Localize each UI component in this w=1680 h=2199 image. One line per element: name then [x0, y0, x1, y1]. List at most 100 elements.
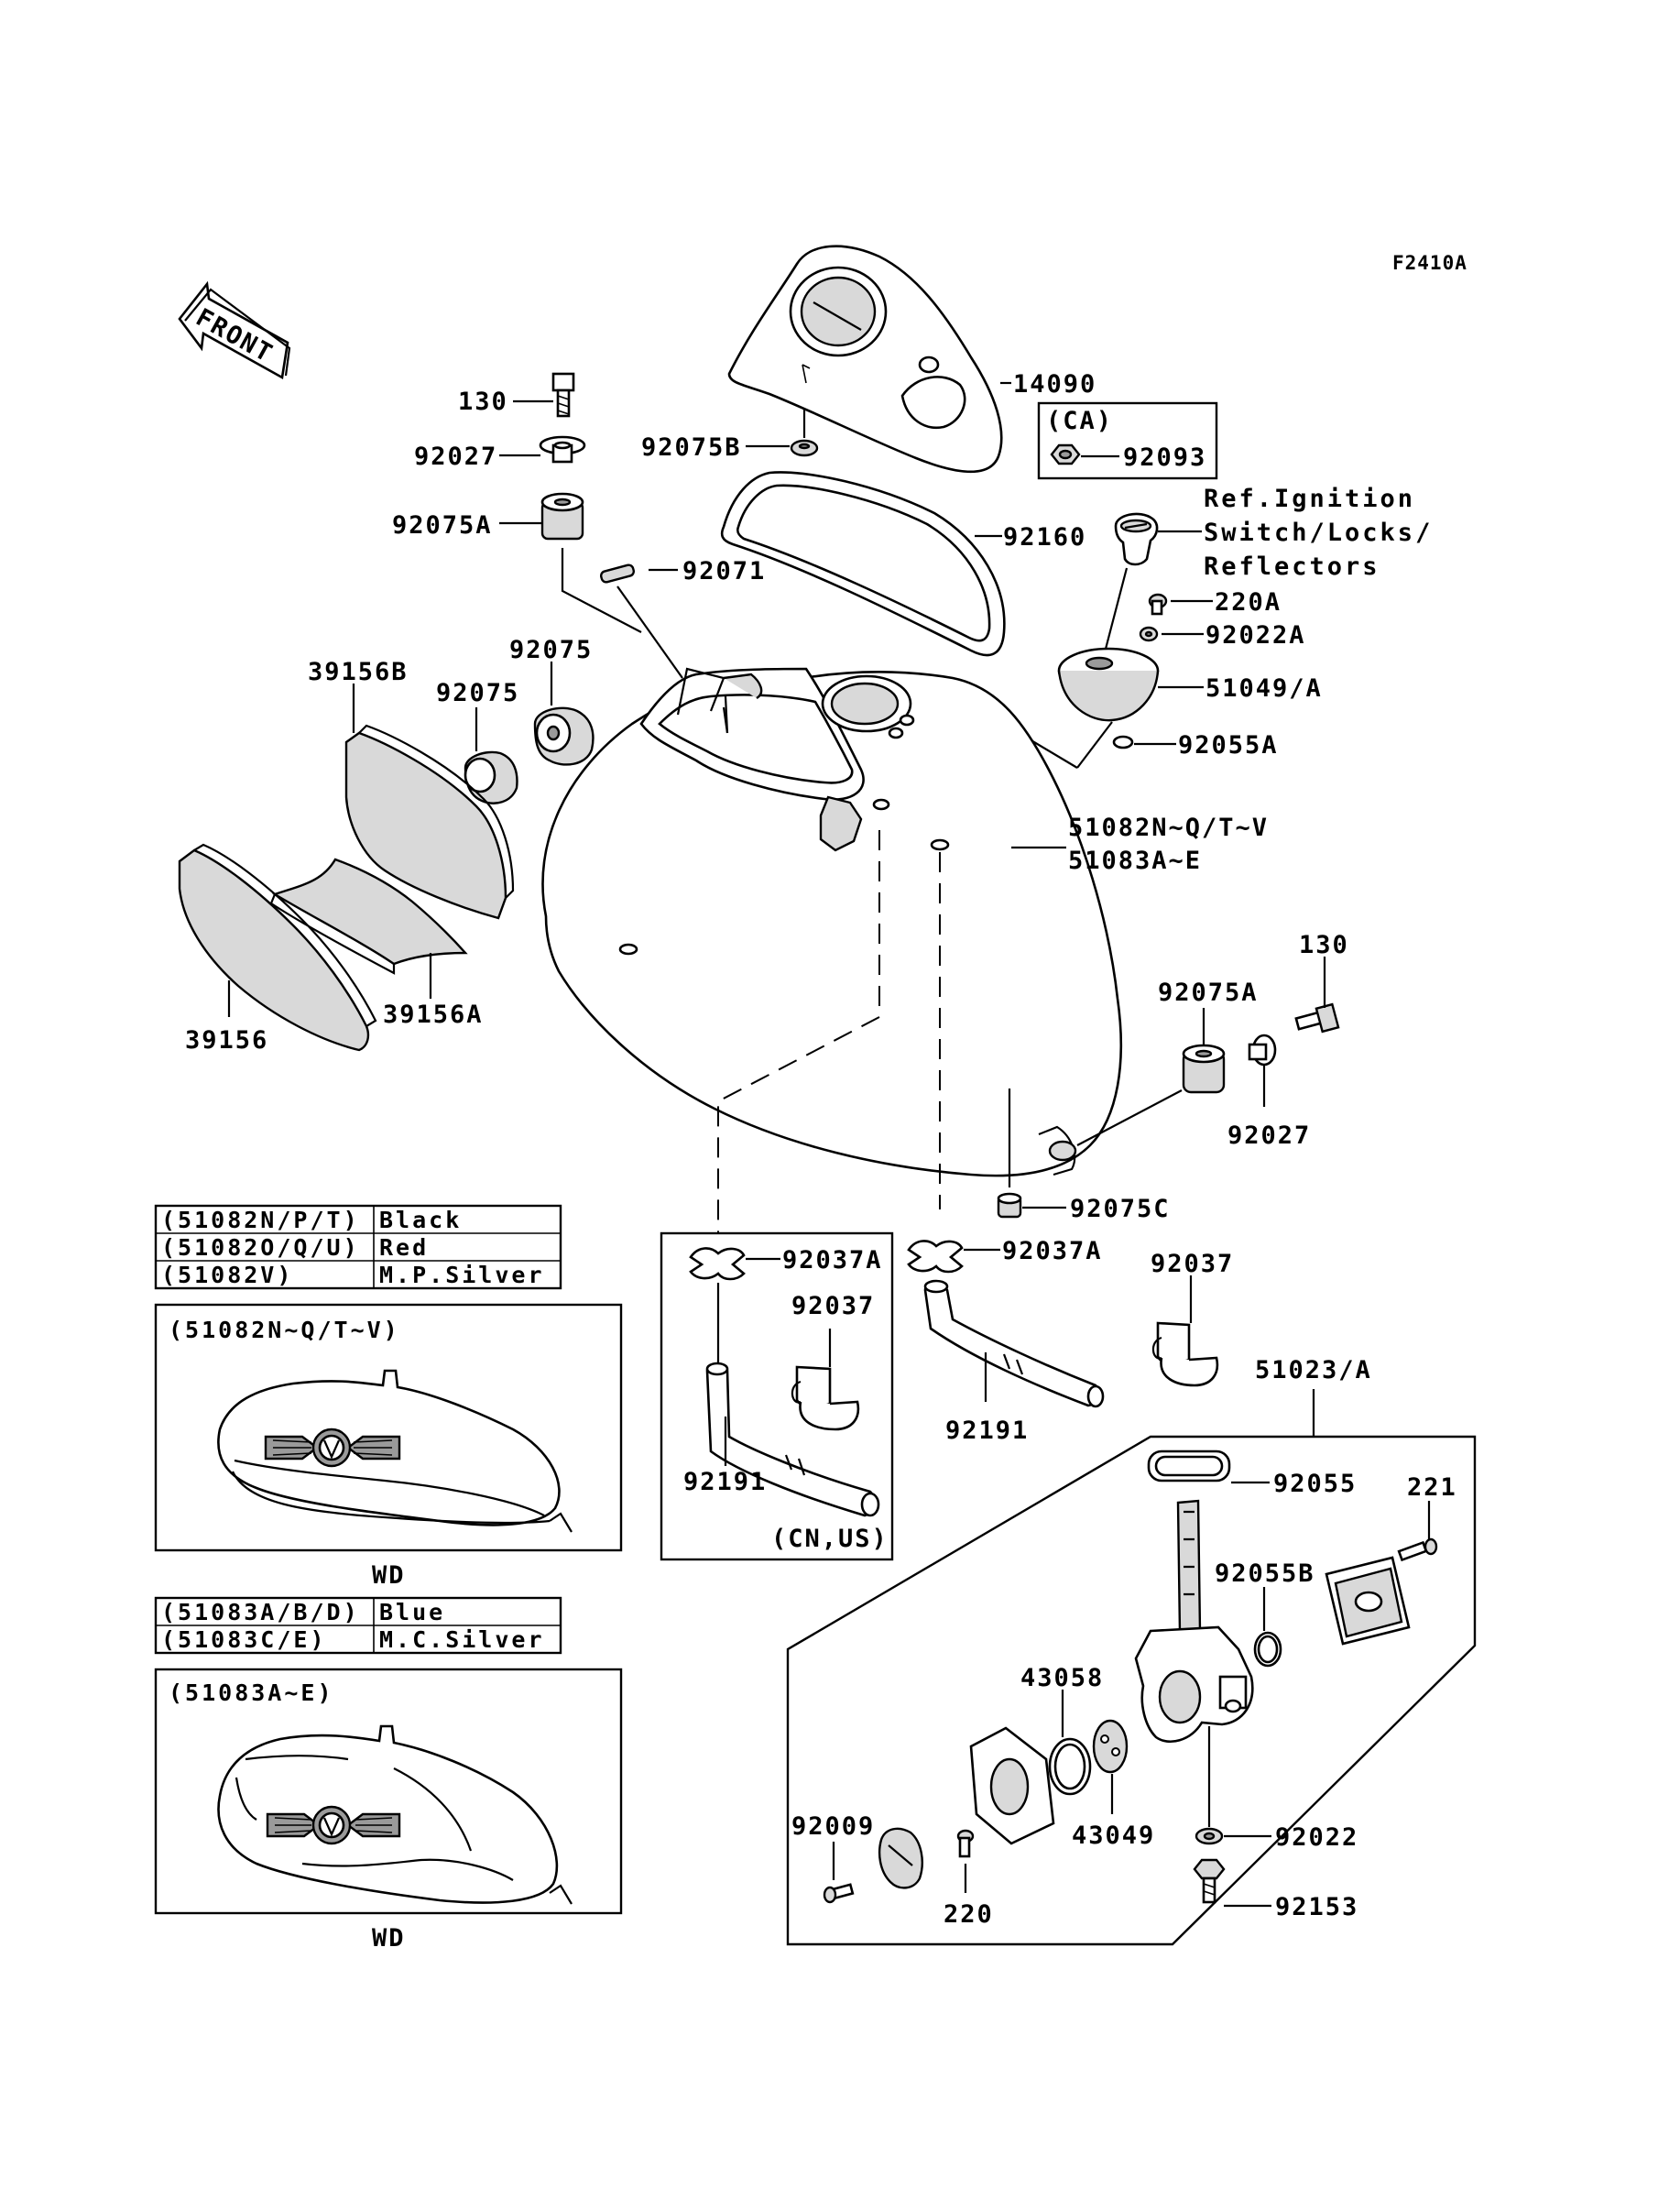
color-table-2: (51083A/B/D) Blue (51083C/E) M.C.Silver: [154, 1596, 562, 1655]
label-39156A: 39156A: [383, 1001, 484, 1029]
oring-43058: [1048, 1737, 1092, 1796]
table1-color-1: Red: [379, 1234, 429, 1261]
cn-us-box: [660, 1231, 894, 1561]
valve-body: [1134, 1499, 1254, 1744]
inset1-caption: WD: [372, 1561, 406, 1590]
label-39156B: 39156B: [308, 658, 409, 686]
grommet-92075B: [790, 439, 819, 457]
label-43058: 43058: [1020, 1664, 1104, 1692]
label-92037-right: 92037: [1151, 1250, 1234, 1278]
label-43049: 43049: [1072, 1822, 1155, 1850]
label-220: 220: [944, 1900, 994, 1929]
label-92037A-right: 92037A: [1002, 1237, 1103, 1265]
ignition-switch-icon: [1114, 512, 1159, 566]
dash-cover-14090: [727, 245, 1003, 474]
label-14090: 14090: [1013, 370, 1096, 399]
label-220A: 220A: [1215, 588, 1282, 617]
label-51049A: 51049/A: [1205, 674, 1323, 703]
label-92027-top: 92027: [414, 443, 497, 471]
figure-code: F2410A: [1392, 252, 1467, 274]
label-tank-line1: 51082N~Q/T~V: [1068, 814, 1269, 842]
label-92075C: 92075C: [1070, 1195, 1171, 1223]
inset-tank-51082: (51082N~Q/T~V): [154, 1303, 623, 1552]
washer-92022A: [1139, 626, 1159, 642]
table1-part-2: (51082V): [161, 1262, 293, 1288]
screw-221: [1397, 1537, 1438, 1562]
knob-92009: [878, 1827, 923, 1889]
label-92160: 92160: [1003, 523, 1086, 552]
hose-route-left: [717, 830, 880, 1233]
grommet-92075A-top: [540, 492, 584, 541]
clamp-92037-box: [791, 1365, 860, 1431]
inset-tank-51083: (51083A~E): [154, 1668, 623, 1915]
table1-part-1: (51082O/Q/U): [161, 1234, 360, 1261]
hose-92191-box: [705, 1362, 880, 1517]
label-tank-line2: 51083A~E: [1068, 847, 1202, 875]
label-92191-box: 92191: [683, 1468, 767, 1496]
ref-ignition-line3: Reflectors: [1204, 552, 1380, 581]
label-cn-us: (CN,US): [771, 1525, 889, 1553]
table2-color-0: Blue: [379, 1599, 445, 1625]
table1-color-2: M.P.Silver: [379, 1262, 545, 1288]
gasket-92055: [1147, 1450, 1231, 1482]
label-92075-b: 92075: [436, 679, 519, 707]
inset2-caption: WD: [372, 1924, 406, 1953]
washer-92022: [1195, 1827, 1224, 1845]
screw-92009: [823, 1883, 855, 1904]
label-92055A: 92055A: [1178, 731, 1279, 760]
label-51023A: 51023/A: [1255, 1356, 1372, 1384]
pad-39156A: [269, 858, 468, 975]
oring-92055B: [1253, 1631, 1282, 1668]
label-92093: 92093: [1123, 443, 1206, 472]
collar-92027-right: [1248, 1034, 1277, 1067]
cap-51049A: [1057, 647, 1160, 722]
label-92037-box: 92037: [791, 1292, 875, 1320]
gasket-92160: [720, 471, 1006, 657]
label-92022A: 92022A: [1205, 621, 1306, 650]
table1-part-0: (51082N/P/T): [161, 1207, 360, 1233]
collar-92027-top: [539, 435, 586, 464]
label-92022: 92022: [1275, 1823, 1358, 1852]
bolt-130-top: [551, 372, 575, 418]
label-92075-a: 92075: [509, 636, 593, 664]
label-92037A-left: 92037A: [782, 1246, 883, 1275]
oring-92055A: [1112, 735, 1134, 749]
label-39156: 39156: [185, 1026, 268, 1055]
label-ca: (CA): [1046, 407, 1113, 435]
table2-part-1: (51083C/E): [161, 1626, 327, 1653]
grommet-92075C: [997, 1192, 1022, 1219]
screw-220: [956, 1829, 975, 1858]
valve-plate: [969, 1726, 1055, 1845]
clip-92037A-left: [689, 1247, 746, 1281]
label-92055B: 92055B: [1215, 1559, 1315, 1588]
hose-92191-right: [923, 1279, 1105, 1408]
clip-92037A-right: [907, 1240, 964, 1274]
cover-221: [1325, 1556, 1411, 1646]
grommet-92075-right: [533, 706, 595, 766]
bolt-92153: [1193, 1858, 1226, 1904]
front-arrow-icon: FRONT: [178, 280, 291, 380]
label-221: 221: [1407, 1473, 1457, 1502]
label-92191-right: 92191: [945, 1417, 1029, 1445]
valve-assembly-box: [786, 1435, 1477, 1946]
label-130-right: 130: [1299, 931, 1349, 959]
inset2-title: (51083A~E): [169, 1679, 334, 1706]
screw-220A: [1148, 593, 1168, 616]
inset1-title: (51082N~Q/T~V): [169, 1317, 400, 1343]
label-92075A-top: 92075A: [392, 511, 493, 540]
label-130-top: 130: [458, 388, 508, 416]
label-92071: 92071: [682, 557, 766, 585]
label-92153: 92153: [1275, 1893, 1358, 1921]
label-92009: 92009: [791, 1812, 875, 1841]
color-table-1: (51082N/P/T) Black (51082O/Q/U) Red (510…: [154, 1204, 562, 1290]
label-92055: 92055: [1273, 1470, 1357, 1498]
grommet-92075-left: [464, 750, 518, 804]
nut-92093: [1050, 443, 1081, 465]
bolt-130-right: [1294, 1002, 1340, 1034]
table2-part-0: (51083A/B/D): [161, 1599, 360, 1625]
table1-color-0: Black: [379, 1207, 462, 1233]
pad-39156B: [344, 724, 515, 920]
label-92075A-right: 92075A: [1158, 979, 1259, 1007]
grommet-92075A-right: [1182, 1044, 1226, 1094]
